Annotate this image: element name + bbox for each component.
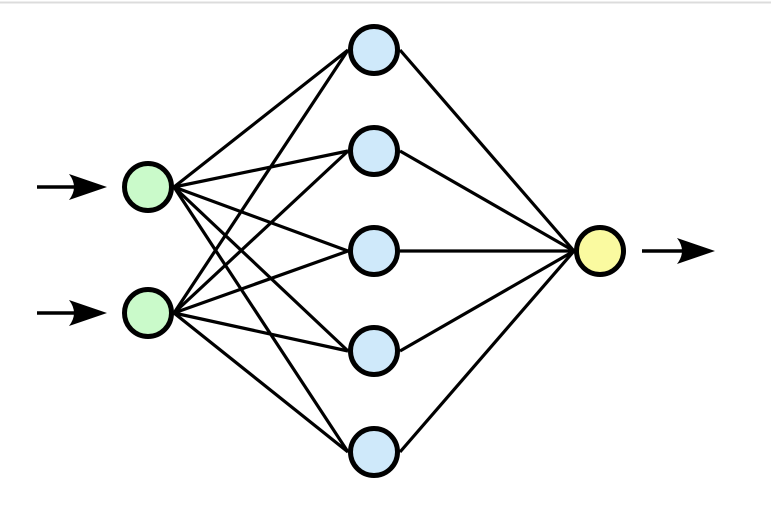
- window-top-border: [0, 1, 771, 4]
- hidden-node-2: [348, 125, 400, 177]
- hidden-node-4: [348, 325, 400, 377]
- input-arrow-2-head-icon: [69, 300, 107, 326]
- edge-hidden-node-5-to-output-node-1: [398, 249, 576, 454]
- output-arrow-head-icon: [677, 238, 715, 264]
- edge-input-node-2-to-hidden-node-4: [173, 311, 349, 353]
- input-node-1: [122, 161, 174, 213]
- output-node-1: [574, 225, 626, 277]
- edge-hidden-node-2-to-output-node-1: [399, 149, 575, 253]
- hidden-node-3: [348, 225, 400, 277]
- edge-input-node-2-to-hidden-node-2: [172, 149, 350, 315]
- edge-hidden-node-1-to-output-node-1: [398, 48, 576, 253]
- input-arrow-1-head-icon: [69, 174, 107, 200]
- hidden-node-5: [348, 426, 400, 478]
- hidden-node-1: [348, 24, 400, 76]
- edge-input-node-1-to-hidden-node-4: [172, 185, 350, 353]
- edge-input-node-2-to-hidden-node-1: [172, 49, 350, 314]
- edge-input-node-1-to-hidden-node-2: [173, 149, 349, 189]
- edge-input-node-2-to-hidden-node-5: [173, 311, 349, 454]
- input-node-2: [122, 287, 174, 339]
- edge-input-node-1-to-hidden-node-1: [173, 48, 349, 189]
- edge-hidden-node-4-to-output-node-1: [399, 249, 575, 353]
- edge-input-node-1-to-hidden-node-5: [172, 186, 350, 453]
- edge-input-node-1-to-hidden-node-3: [173, 185, 349, 253]
- edge-input-node-2-to-hidden-node-3: [173, 249, 349, 315]
